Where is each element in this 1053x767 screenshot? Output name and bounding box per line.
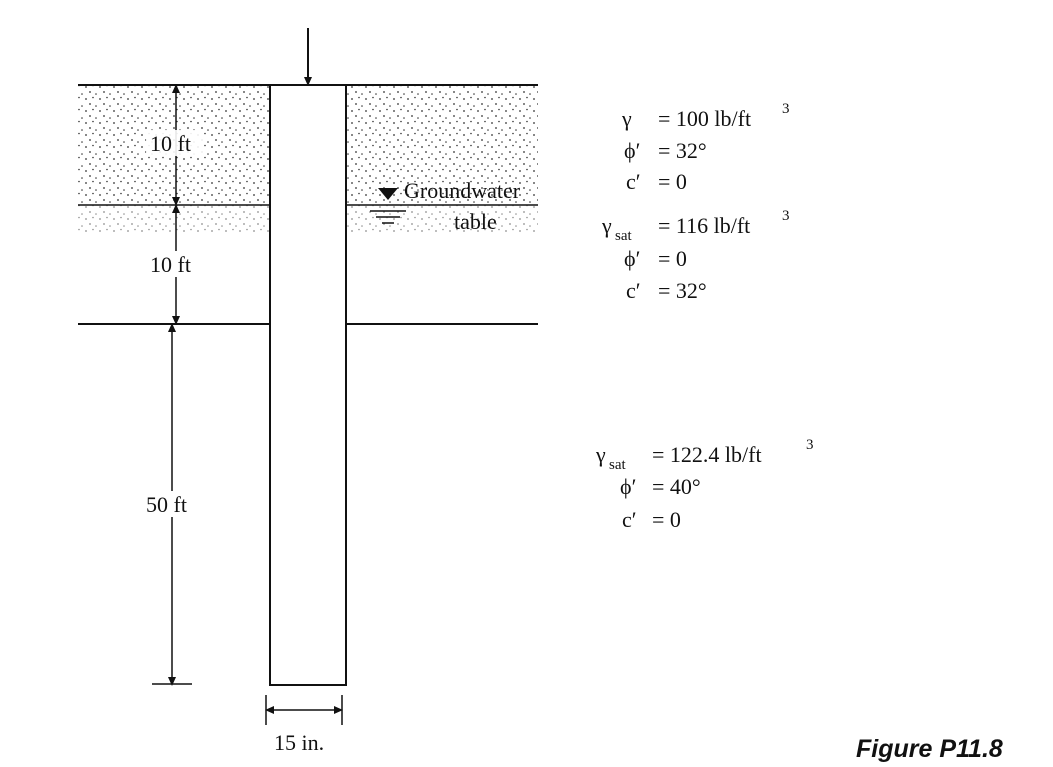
figure-label: Figure P11.8	[856, 735, 1003, 763]
layer2-friction-angle-symbol: ϕ′	[624, 246, 640, 271]
layer2-cohesion-symbol: c′	[626, 278, 641, 303]
dim-label-top-layer: 10 ft	[150, 131, 191, 156]
table-label: table	[454, 209, 497, 234]
layer1-unit-weight-value: = 100 lb/ft	[658, 106, 751, 131]
layer2-unit-weight-value: = 116 lb/ft	[658, 213, 750, 238]
layer1-unit-weight-exponent: 3	[782, 101, 790, 117]
layer3-unit-weight-exponent: 3	[806, 437, 814, 453]
saturated-band-left	[78, 205, 270, 235]
groundwater-label: Groundwater	[404, 178, 521, 203]
water-table-triangle-icon	[378, 188, 398, 200]
pile	[269, 84, 347, 686]
dim-label-bottom-layer: 50 ft	[146, 492, 187, 517]
layer3-unit-weight-subscript: sat	[609, 457, 626, 473]
layer2-cohesion-value: = 32°	[658, 278, 707, 303]
layer2-friction-angle-value: = 0	[658, 246, 687, 271]
layer2-unit-weight-exponent: 3	[782, 208, 790, 224]
layer1-cohesion-value: = 0	[658, 169, 687, 194]
layer1-friction-angle-symbol: ϕ′	[624, 138, 640, 163]
layer2-unit-weight-subscript: sat	[615, 228, 632, 244]
layer3-unit-weight-symbol: γ	[595, 442, 606, 467]
sand-layer-right	[346, 85, 538, 205]
layer1-cohesion-symbol: c′	[626, 169, 641, 194]
dim-label-pile-width: 15 in.	[274, 730, 324, 755]
dim-label-middle-layer: 10 ft	[150, 252, 191, 277]
layer3-cohesion-value: = 0	[652, 507, 681, 532]
layer2-unit-weight-symbol: γ	[601, 213, 612, 238]
layer1-unit-weight-symbol: γ	[621, 106, 632, 131]
layer3-friction-angle-value: = 40°	[652, 474, 701, 499]
layer3-cohesion-symbol: c′	[622, 507, 637, 532]
layer3-unit-weight-value: = 122.4 lb/ft	[652, 442, 762, 467]
saturated-band-right	[346, 205, 538, 235]
layer3-friction-angle-symbol: ϕ′	[620, 474, 636, 499]
layer1-friction-angle-value: = 32°	[658, 138, 707, 163]
